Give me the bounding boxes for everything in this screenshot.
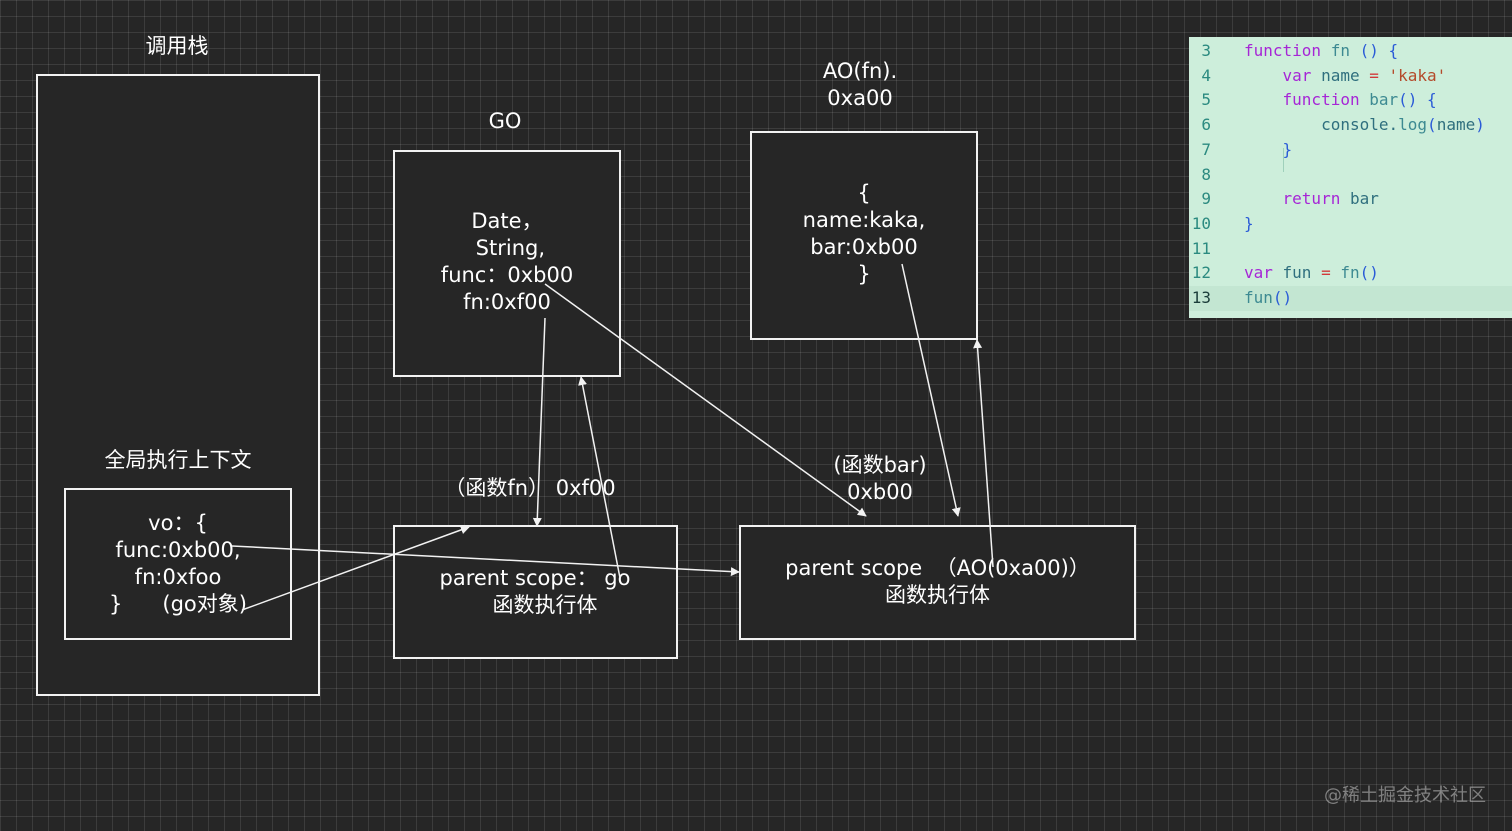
code-line: 8	[1189, 163, 1512, 188]
code-line: 6 console.log(name)	[1189, 113, 1512, 138]
code-line: 10}	[1189, 212, 1512, 237]
line-number: 3	[1201, 41, 1211, 60]
code-text: }	[1244, 139, 1293, 159]
code-line: 7 }	[1189, 138, 1512, 163]
line-number: 13	[1191, 288, 1211, 307]
vo-content: vo：{ func:0xb00, fn:0xfoo } (go对象)	[109, 511, 247, 616]
code-text: }	[1244, 213, 1254, 233]
code-text: return bar	[1244, 189, 1379, 209]
bar-execution-box	[739, 525, 1136, 640]
code-line: 9 return bar	[1189, 187, 1512, 212]
ao-content: { name:kaka, bar:0xb00 }	[802, 181, 926, 286]
line-number: 5	[1201, 90, 1211, 110]
line-number: 12	[1191, 263, 1211, 283]
code-line: 3 function fn () {	[1189, 39, 1512, 64]
code-text: console.log(name)	[1244, 115, 1485, 135]
bar-scope-text: parent scope （AO(0xa00)） 函数执行体	[785, 556, 1090, 607]
line-number: 6	[1201, 115, 1211, 135]
code-text: var name = 'kaka'	[1244, 65, 1447, 85]
watermark: @稀土掘金技术社区	[1324, 785, 1486, 806]
line-number: 4	[1201, 65, 1211, 85]
code-text: function bar() {	[1244, 90, 1437, 110]
line-number: 7	[1201, 139, 1211, 159]
code-text: var fun = fn()	[1244, 263, 1379, 283]
call-stack-title: 调用栈	[145, 34, 209, 58]
go-title: GO	[488, 109, 522, 133]
code-line: 11	[1189, 237, 1512, 262]
line-number: 8	[1201, 164, 1211, 184]
line-number: 10	[1191, 213, 1211, 233]
code-line: 4 var name = 'kaka'	[1189, 64, 1512, 89]
line-number: 11	[1191, 238, 1211, 258]
indent-guide	[1283, 148, 1284, 172]
go-content: Date， String, func：0xb00 fn:0xf00	[440, 209, 574, 314]
line-number: 9	[1201, 189, 1211, 209]
code-line: 12 var fun = fn()	[1189, 261, 1512, 286]
code-line: 13 fun()	[1189, 286, 1512, 311]
ao-title: AO(fn). 0xa00	[822, 59, 898, 110]
bar-function-label: (函数bar) 0xb00	[833, 453, 927, 504]
fn-scope-text: parent scope： go 函数执行体	[439, 566, 631, 617]
code-text: fun()	[1244, 288, 1293, 307]
global-context-title: 全局执行上下文	[104, 448, 252, 472]
code-line: 5 function bar() {	[1189, 88, 1512, 113]
fn-function-label: （函数fn） 0xf00	[444, 476, 616, 500]
code-text: function fn () {	[1244, 41, 1399, 60]
